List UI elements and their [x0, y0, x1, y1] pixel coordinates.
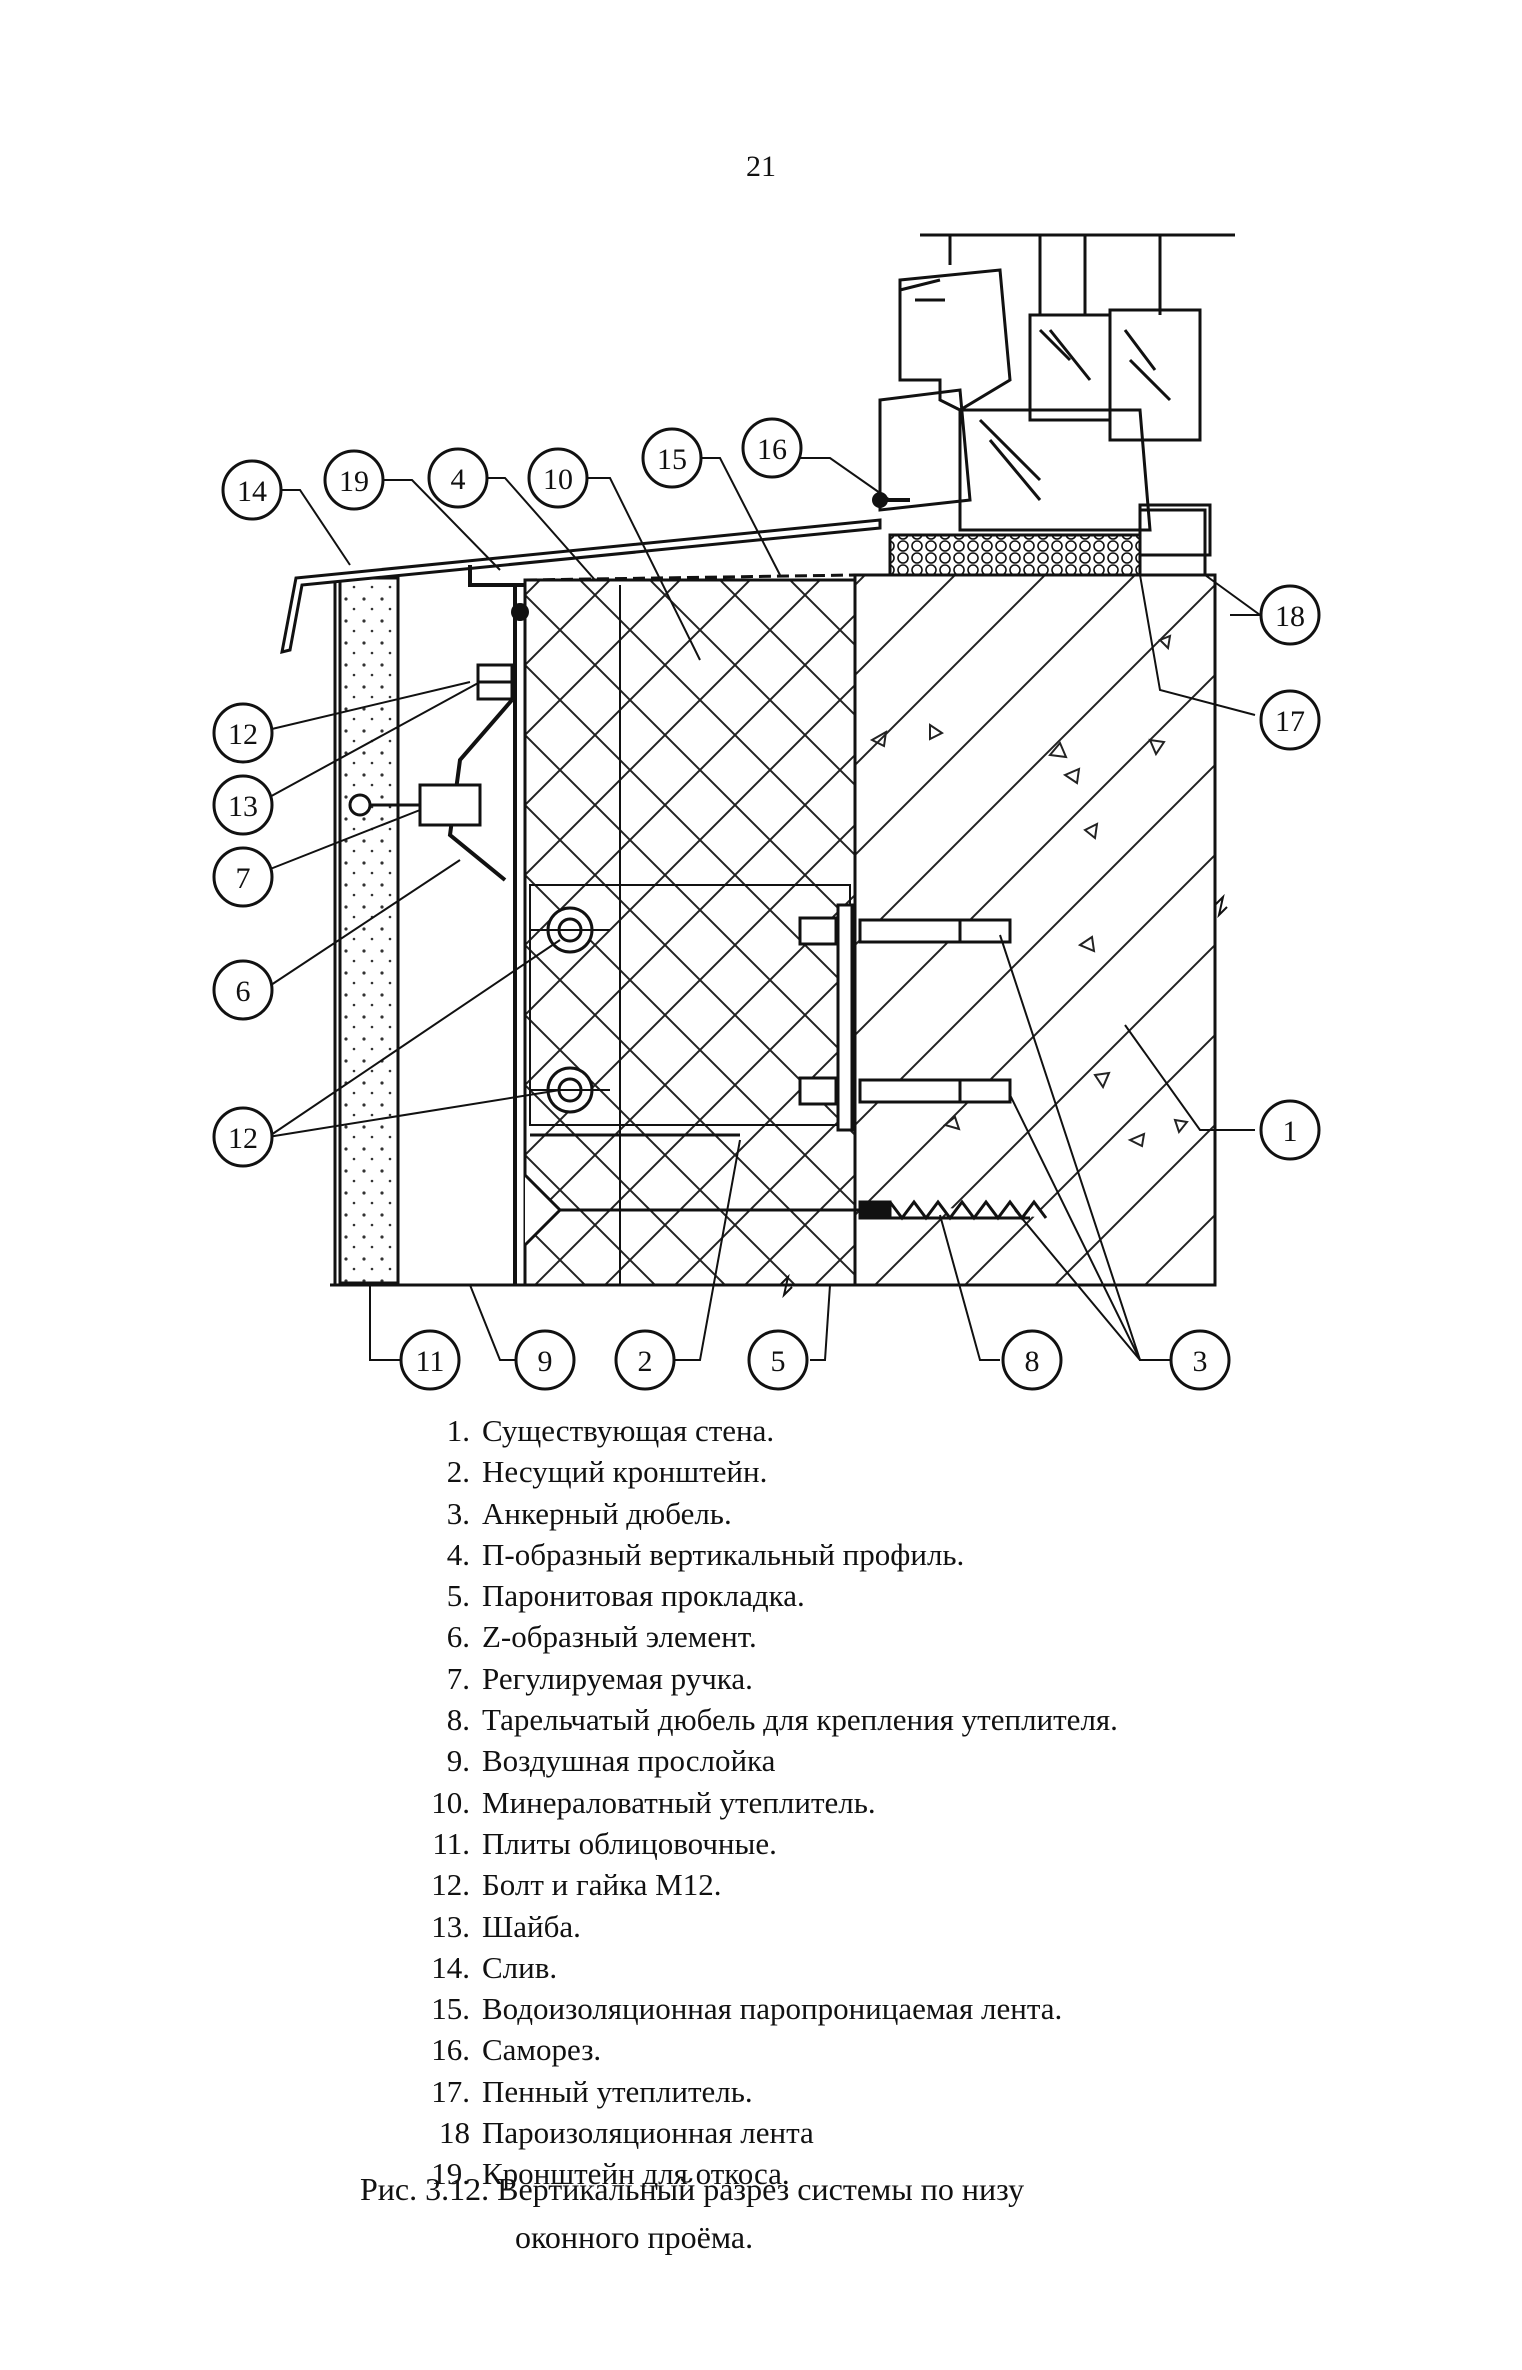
- callout-1: 1: [1259, 1099, 1321, 1161]
- callout-14: 14: [221, 459, 283, 521]
- callout-2: 2: [614, 1329, 676, 1391]
- legend-item: 8.Тарельчатый дюбель для крепления утепл…: [446, 1702, 1118, 1738]
- svg-text:4: 4: [451, 463, 466, 496]
- profile-bolt: [476, 663, 514, 701]
- legend-item: 17.Пенный утеплитель.: [431, 2073, 753, 2109]
- callout-18: 18: [1259, 584, 1321, 646]
- caption-line-1: Рис. 3.12. Вертикальный разрез системы п…: [360, 2171, 1025, 2207]
- foam-insulation: [888, 533, 1142, 577]
- callout-9: 9: [514, 1329, 576, 1391]
- figure-caption: Рис. 3.12. Вертикальный разрез системы п…: [360, 2165, 1260, 2261]
- svg-text:15: 15: [657, 443, 687, 476]
- svg-text:18: 18: [1275, 600, 1305, 633]
- svg-text:2: 2: [638, 1345, 653, 1378]
- callout-6: 6: [212, 959, 274, 1021]
- legend-item: 16.Саморез.: [431, 2032, 602, 2068]
- self-tapping-screw: [872, 492, 910, 508]
- svg-text:6: 6: [236, 975, 251, 1008]
- window-sill-drip: [280, 518, 882, 655]
- anchor-dowel-upper: [798, 916, 1012, 946]
- legend-item: 2.Несущий кронштейн.: [446, 1454, 768, 1490]
- callout-11: 11: [399, 1329, 461, 1391]
- adjustable-knob: [348, 783, 482, 827]
- svg-text:7: 7: [236, 862, 251, 895]
- legend-item: 15.Водоизоляционная паропроницаемая лент…: [431, 1991, 1063, 2027]
- svg-text:12: 12: [228, 1122, 258, 1155]
- svg-text:9: 9: [538, 1345, 553, 1378]
- callout-4: 4: [427, 447, 489, 509]
- svg-text:13: 13: [228, 790, 258, 823]
- leader-lines: [254, 457, 1264, 1361]
- legend-item: 10.Минераловатный утеплитель.: [431, 1784, 876, 1820]
- plate-dowel: [523, 1173, 1048, 1247]
- caption-line-2: оконного проёма.: [515, 2219, 754, 2255]
- screw-head: [511, 603, 529, 621]
- svg-text:14: 14: [237, 475, 267, 508]
- legend-item: 1.Существующая стена.: [446, 1413, 775, 1448]
- callout-17: 17: [1259, 689, 1321, 751]
- window-frame: [878, 233, 1235, 557]
- legend-item: 9.Воздушная прослойка: [446, 1743, 776, 1779]
- legend-item: 11.Плиты облицовочные.: [432, 1825, 777, 1861]
- concrete-aggregate: [869, 634, 1189, 1148]
- cladding-plate: [338, 576, 400, 1285]
- legend-item: 4.П-образный вертикальный профиль.: [446, 1536, 965, 1572]
- svg-text:5: 5: [771, 1345, 786, 1378]
- legend-item: 6.Z-образный элемент.: [446, 1619, 757, 1655]
- callout-7: 7: [212, 846, 274, 908]
- callout-13: 13: [212, 774, 274, 836]
- svg-text:11: 11: [416, 1345, 445, 1378]
- legend-item: 7.Регулируемая ручка.: [446, 1660, 753, 1696]
- svg-text:17: 17: [1275, 705, 1305, 738]
- legend-item: 12.Болт и гайка М12.: [431, 1867, 722, 1903]
- legend-item: 14.Слив.: [431, 1949, 558, 1985]
- callout-10: 10: [527, 447, 589, 509]
- callout-8: 8: [1001, 1329, 1063, 1391]
- svg-text:19: 19: [339, 465, 369, 498]
- callout-5: 5: [747, 1329, 809, 1391]
- legend-item: 13.Шайба.: [431, 1908, 581, 1944]
- callout-19: 19: [323, 449, 385, 511]
- callouts: 14 19 4 10 15 16 18 17 12 13 7 6 12 1 11…: [212, 417, 1321, 1391]
- slope-bracket: [468, 565, 525, 587]
- page-number: 21: [746, 150, 776, 183]
- callout-15: 15: [641, 427, 703, 489]
- callout-12a: 12: [212, 702, 274, 764]
- svg-text:3: 3: [1193, 1345, 1208, 1378]
- svg-text:8: 8: [1025, 1345, 1040, 1378]
- svg-text:10: 10: [543, 463, 573, 496]
- bracket-vertical-plate: [836, 903, 854, 1132]
- callout-16: 16: [741, 417, 803, 479]
- svg-text:12: 12: [228, 718, 258, 751]
- svg-text:16: 16: [757, 433, 787, 466]
- break-line-bottom: [779, 1273, 793, 1299]
- legend-item: 19.Кронштейн для откоса.: [431, 2156, 790, 2192]
- svg-text:1: 1: [1283, 1115, 1298, 1148]
- legend-item: 5.Паронитовая прокладка.: [446, 1578, 805, 1614]
- anchor-dowel-lower: [798, 1076, 1012, 1106]
- callout-12b: 12: [212, 1106, 274, 1168]
- callout-3: 3: [1169, 1329, 1231, 1391]
- break-line: [1214, 893, 1228, 919]
- section-drawing: 14 19 4 10 15 16 18 17 12 13 7 6 12 1 11…: [212, 233, 1321, 1391]
- legend-list: 1.Существующая стена. 2.Несущий кронштей…: [400, 1410, 1118, 2195]
- legend-item: 3.Анкерный дюбель.: [446, 1495, 732, 1531]
